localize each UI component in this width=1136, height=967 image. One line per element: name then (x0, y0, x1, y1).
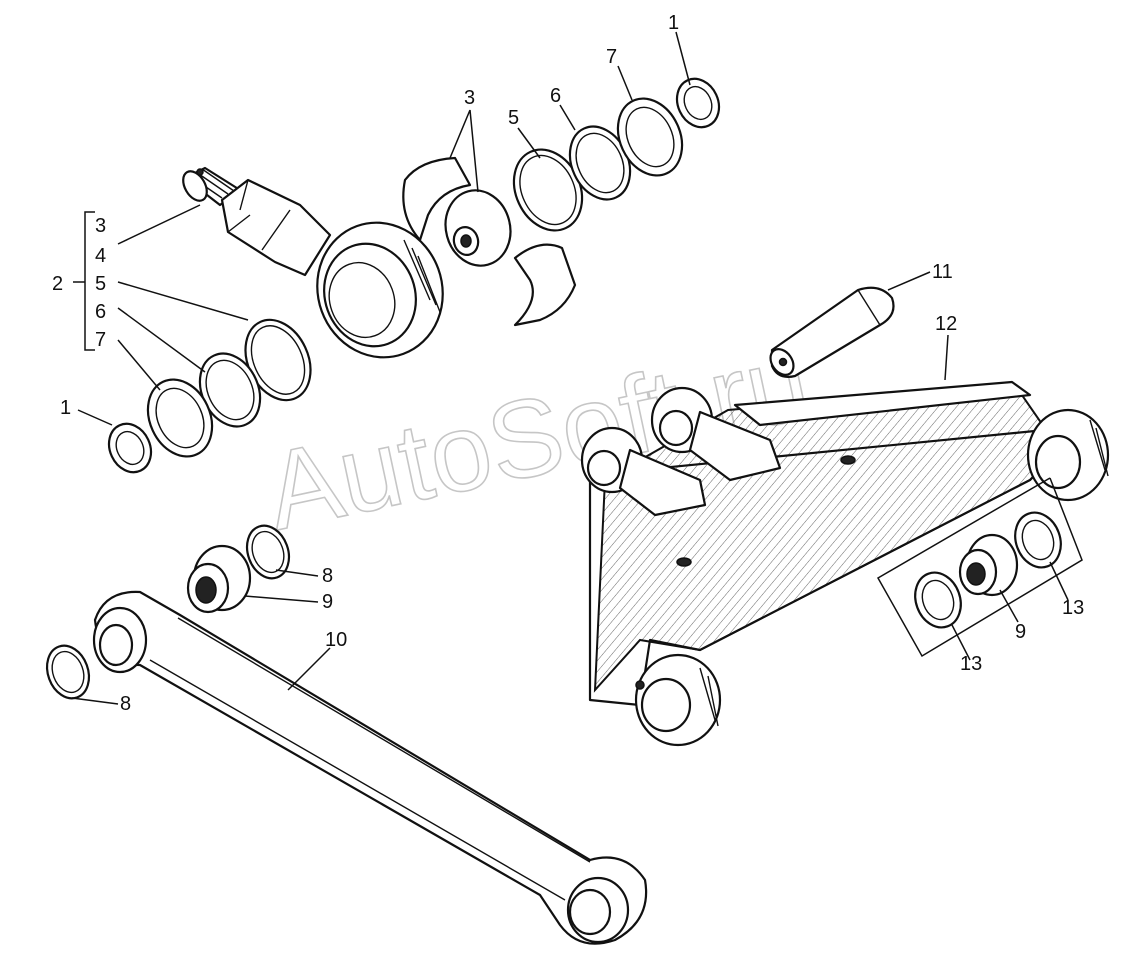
callout-12: 12 (935, 313, 957, 335)
callout-2-group: 2 (52, 273, 63, 295)
pin-11 (769, 286, 895, 378)
callout-9-upper: 9 (322, 591, 333, 613)
callout-13-lower: 13 (960, 653, 982, 675)
leader-lines (71, 31, 1069, 705)
seal-7-lower (146, 378, 214, 458)
callout-8-upper: 8 (322, 565, 333, 587)
link-10 (92, 590, 648, 945)
callout-7-top: 7 (606, 46, 617, 68)
callout-3-group: 3 (95, 215, 106, 237)
callout-6-top: 6 (550, 85, 561, 107)
ball-stud-assembly (182, 166, 444, 359)
callout-9-right: 9 (1015, 621, 1026, 643)
callout-4-group: 4 (95, 245, 106, 267)
seal-7-upper (616, 97, 684, 177)
callout-6-group: 6 (95, 301, 106, 323)
seal-13-lower (914, 571, 962, 629)
group-bracket-13-9-13 (876, 477, 1083, 658)
callout-1-left: 1 (60, 397, 71, 419)
callout-1-top: 1 (668, 12, 679, 34)
callout-10: 10 (325, 629, 347, 651)
snap-ring-8-lower (45, 644, 91, 700)
callout-13-right: 13 (1062, 597, 1084, 619)
callout-8-lower: 8 (120, 693, 131, 715)
callout-11: 11 (932, 261, 953, 283)
callout-5-group: 5 (95, 273, 106, 295)
callout-5-top: 5 (508, 107, 519, 129)
callout-7-group: 7 (95, 329, 106, 351)
bearing-9-upper (186, 544, 252, 614)
bearing-9-right (958, 533, 1019, 597)
callout-3-top: 3 (464, 87, 475, 109)
seal-13-right (1014, 511, 1062, 569)
ball-liner-set (402, 156, 577, 327)
bracket-12 (580, 380, 1110, 747)
group-bracket-2 (73, 211, 95, 351)
